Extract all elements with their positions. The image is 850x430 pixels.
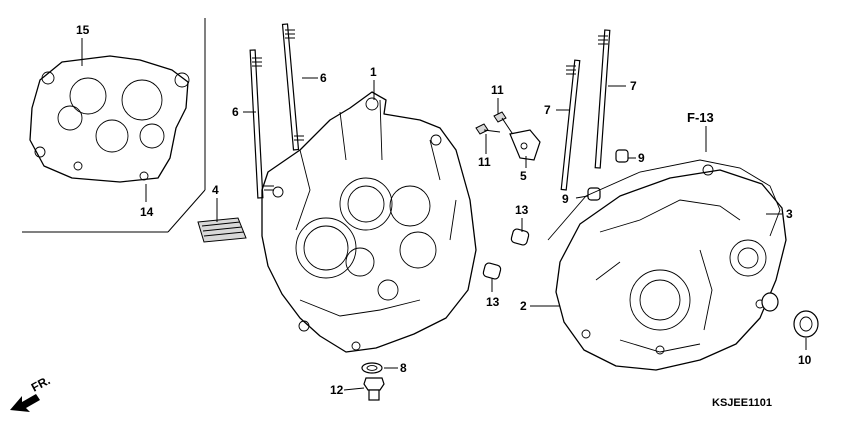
crankcase-gasket: [29, 55, 190, 183]
callout-2: 2: [520, 299, 527, 313]
stud-bolt-left: [249, 49, 274, 199]
oil-strainer-screen: [197, 217, 247, 243]
breather-bracket: [509, 129, 541, 161]
callout-11-upper: 11: [491, 83, 504, 97]
callout-6-left: 6: [232, 105, 239, 119]
front-label: FR.: [29, 373, 53, 394]
dowel-9-upper: [615, 149, 629, 163]
drain-bolt: [363, 377, 385, 401]
dowel-pin-left: [510, 228, 530, 246]
right-crankcase-gasket: [547, 159, 781, 241]
callout-9-upper: 9: [638, 151, 645, 165]
catalog-code: KSJEE1101: [712, 397, 772, 409]
front-arrow-icon: [10, 394, 40, 412]
right-crankcase: [555, 164, 787, 371]
bolt-upper: [493, 111, 515, 137]
callout-11-lower: 11: [478, 155, 491, 169]
callout-13-upper: 13: [515, 203, 529, 217]
bolt-lower: [475, 123, 501, 135]
inset-frame: [22, 18, 206, 233]
stud-bolt-7-right: [594, 29, 611, 169]
dowel-pin-right: [482, 262, 502, 280]
callout-6-right: 6: [320, 71, 327, 85]
section-reference: F-13: [687, 110, 714, 125]
leader-lines: [81, 38, 807, 391]
callout-4: 4: [212, 183, 219, 197]
drain-washer: [361, 362, 383, 374]
callout-1: 1: [370, 65, 377, 79]
callout-13-lower: 13: [486, 295, 500, 309]
left-crankcase: [261, 91, 477, 353]
callout-10: 10: [798, 353, 812, 367]
callout-7-right: 7: [630, 79, 637, 93]
callout-5: 5: [520, 169, 527, 183]
callout-9-lower: 9: [562, 192, 569, 206]
stud-bolt-7-left: [560, 59, 581, 191]
stud-bolt-right: [281, 23, 304, 151]
callout-12: 12: [330, 383, 344, 397]
callout-3: 3: [786, 207, 793, 221]
callout-15: 15: [76, 23, 90, 37]
callout-8: 8: [400, 361, 407, 375]
callout-14: 14: [140, 205, 154, 219]
callout-7-left: 7: [544, 103, 551, 117]
oil-seal: [761, 292, 819, 338]
